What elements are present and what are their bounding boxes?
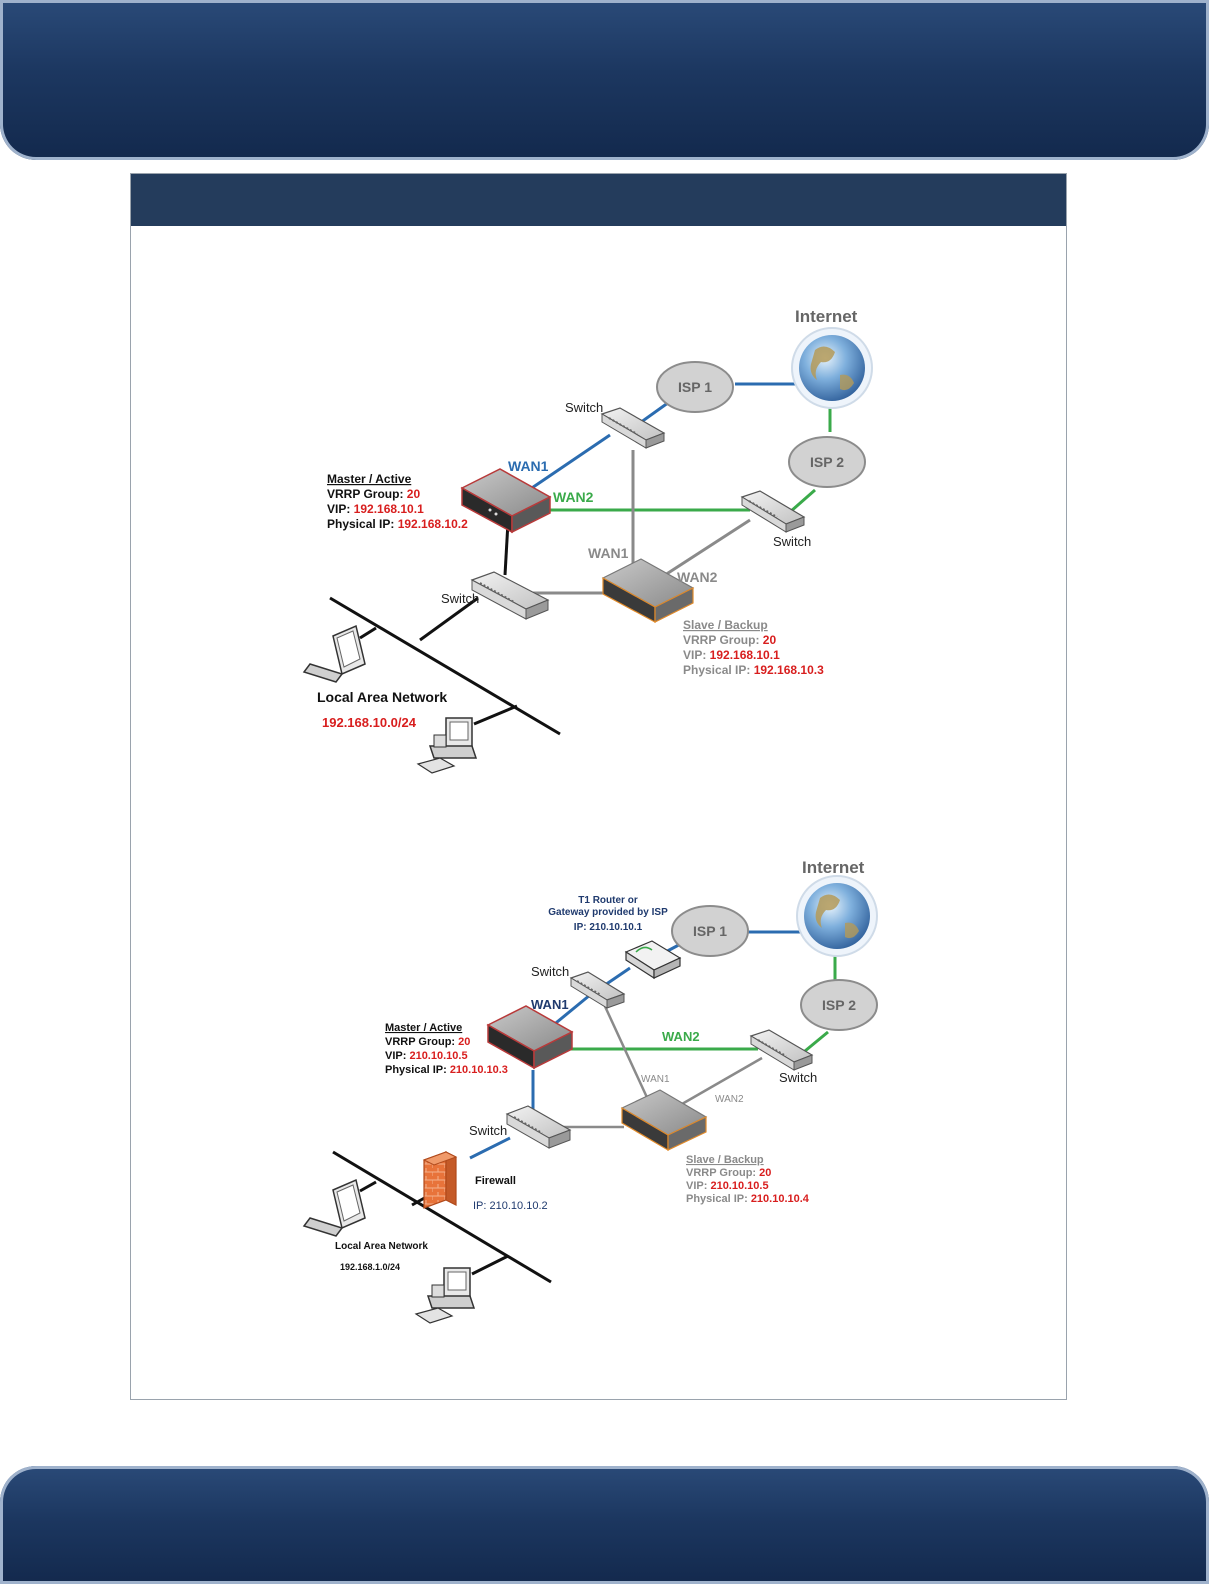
switch-label: Switch xyxy=(779,1070,817,1085)
link-master-lan xyxy=(503,521,510,576)
switch-lan xyxy=(505,1105,572,1149)
master-vrrp: VRRP Group: 20 xyxy=(385,1036,470,1048)
lan-label: Local Area Network xyxy=(317,689,447,705)
slave-wan1-label: WAN1 xyxy=(588,545,629,561)
isp1-label: ISP 1 xyxy=(678,379,712,395)
slave-info: Slave / Backup VRRP Group: 20 VIP: 192.1… xyxy=(683,618,824,677)
switch-label: Switch xyxy=(773,534,811,549)
slave-wan1-label: WAN1 xyxy=(641,1074,670,1085)
lan-subnet: 192.168.10.0/24 xyxy=(322,715,417,730)
slave-vrrp: VRRP Group: 20 xyxy=(686,1167,771,1179)
top-banner xyxy=(0,0,1209,160)
link-slave-wan1 xyxy=(601,1001,652,1105)
bottom-banner xyxy=(0,1466,1209,1584)
isp2-node xyxy=(800,979,878,1031)
slave-vip: VIP: 192.168.10.1 xyxy=(683,648,780,662)
internet-label: Internet xyxy=(802,858,865,877)
isp1-node xyxy=(656,361,734,413)
laptop-icon xyxy=(302,1178,366,1237)
master-wan1-label: WAN1 xyxy=(531,997,569,1012)
isp1-node xyxy=(671,905,749,957)
link-pc-bus xyxy=(471,1254,509,1276)
master-info: Master / Active VRRP Group: 20 VIP: 210.… xyxy=(385,1022,508,1076)
switch-label: Switch xyxy=(531,964,569,979)
internet-globe-icon xyxy=(791,327,873,409)
panel-header-bar xyxy=(131,174,1066,226)
link-switch-firewall xyxy=(469,1136,511,1160)
firewall-label: Firewall xyxy=(475,1175,516,1187)
firewall-ip: IP: 210.10.10.2 xyxy=(473,1200,548,1212)
link-laptop-bus xyxy=(359,1180,377,1193)
isp1-label: ISP 1 xyxy=(693,923,727,939)
internet-label: Internet xyxy=(795,307,858,326)
slave-title: Slave / Backup xyxy=(686,1154,764,1166)
link-laptop-bus xyxy=(359,626,377,640)
lan-bus xyxy=(332,1150,552,1284)
diagram-1: Internet ISP 1 ISP 2 Switch Switch xyxy=(302,307,873,774)
link-switch-bus xyxy=(419,596,479,642)
link-slave-wan2 xyxy=(681,1056,763,1106)
master-wan2-label: WAN2 xyxy=(553,489,594,505)
svg-text:Gateway provided by ISP: Gateway provided by ISP xyxy=(548,907,668,918)
isp2-label: ISP 2 xyxy=(822,997,856,1013)
slave-vip: VIP: 210.10.10.5 xyxy=(686,1180,769,1192)
switch-label: Switch xyxy=(469,1123,507,1138)
master-physical-ip: Physical IP: 192.168.10.2 xyxy=(327,517,468,531)
master-wan2-label: WAN2 xyxy=(662,1029,700,1044)
slave-physical-ip: Physical IP: 192.168.10.3 xyxy=(683,663,824,677)
master-wan1-label: WAN1 xyxy=(508,458,549,474)
slave-router xyxy=(601,558,695,624)
switch-lan xyxy=(470,571,550,620)
diagram-panel xyxy=(130,173,1067,1400)
internet-globe-icon xyxy=(796,875,878,957)
laptop-icon xyxy=(302,624,366,683)
slave-info: Slave / Backup VRRP Group: 20 VIP: 210.1… xyxy=(686,1154,810,1205)
master-info: Master / Active VRRP Group: 20 VIP: 192.… xyxy=(327,472,468,531)
switch-label: Switch xyxy=(565,400,603,415)
slave-wan2-label: WAN2 xyxy=(715,1094,744,1105)
master-router xyxy=(460,468,552,534)
isp2-label: ISP 2 xyxy=(810,454,844,470)
firewall-icon xyxy=(422,1151,458,1209)
slave-vrrp: VRRP Group: 20 xyxy=(683,633,776,647)
slave-wan2-label: WAN2 xyxy=(677,569,718,585)
switch-wan2 xyxy=(749,1029,814,1071)
desktop-pc-icon xyxy=(416,717,478,774)
link-isp2-switch xyxy=(804,1030,829,1053)
link-isp2-switch xyxy=(789,488,816,514)
isp2-node xyxy=(788,436,866,488)
master-vrrp: VRRP Group: 20 xyxy=(327,487,420,501)
link-switch-router xyxy=(604,966,631,987)
desktop-pc-icon xyxy=(414,1267,476,1324)
slave-title: Slave / Backup xyxy=(683,618,768,632)
switch-wan1 xyxy=(600,407,666,449)
link-slave-wan2 xyxy=(664,518,751,577)
switch-wan1 xyxy=(569,971,626,1009)
link-master-wan1 xyxy=(519,433,611,498)
switch-label: Switch xyxy=(441,591,479,606)
svg-text:T1 Router or: T1 Router or xyxy=(578,895,638,906)
master-vip: VIP: 210.10.10.5 xyxy=(385,1050,468,1062)
t1-router-icon xyxy=(624,940,682,980)
master-physical-ip: Physical IP: 210.10.10.3 xyxy=(385,1064,508,1076)
link-pc-bus xyxy=(473,704,518,726)
lan-bus xyxy=(329,596,561,736)
diagram-2: Internet ISP 1 ISP 2 T1 Router or Gatewa… xyxy=(302,858,878,1324)
master-router xyxy=(486,1005,574,1070)
lan-subnet: 192.168.1.0/24 xyxy=(340,1262,400,1272)
master-vip: VIP: 192.168.10.1 xyxy=(327,502,424,516)
svg-text:IP: 210.10.10.1: IP: 210.10.10.1 xyxy=(574,922,643,933)
slave-physical-ip: Physical IP: 210.10.10.4 xyxy=(686,1193,810,1205)
master-title: Master / Active xyxy=(385,1022,462,1034)
lan-label: Local Area Network xyxy=(335,1241,428,1252)
master-title: Master / Active xyxy=(327,472,412,486)
t1-router-info: T1 Router or Gateway provided by ISP IP:… xyxy=(548,895,668,933)
switch-wan2 xyxy=(740,490,806,533)
slave-router xyxy=(620,1089,708,1152)
